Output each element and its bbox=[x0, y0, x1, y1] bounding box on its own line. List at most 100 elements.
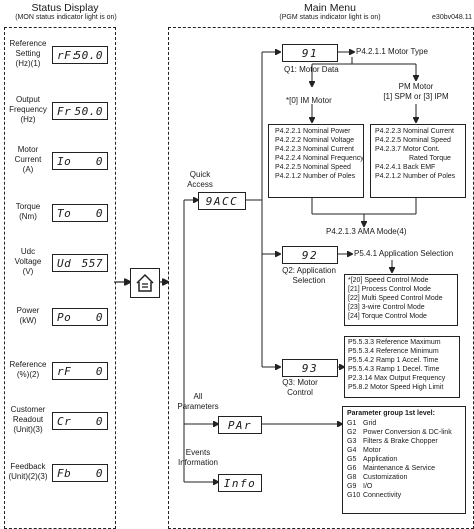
q1-motor-type-param: P4.2.1.1 Motor Type bbox=[356, 47, 428, 56]
home-button[interactable] bbox=[130, 268, 160, 298]
status-row-display[interactable]: rF 0 bbox=[52, 362, 108, 380]
pm-item: P4.2.4.1 Back EMF bbox=[375, 164, 436, 171]
im-item: P4.2.2.5 Nominal Speed bbox=[275, 164, 351, 171]
q2-item: [24] Torque Control Mode bbox=[348, 313, 427, 320]
q1-im-list: P4.2.2.1 Nominal Power P4.2.2.2 Nominal … bbox=[268, 124, 364, 198]
pm-item: P4.2.2.5 Nominal Speed bbox=[375, 137, 451, 144]
status-row-label: Power(kW) bbox=[16, 306, 40, 325]
status-row-label: Feedback(Unit)(2)(3) bbox=[8, 462, 48, 481]
parameter-group-name: Grid bbox=[363, 420, 377, 427]
q3-item: P5.5.3.3 Reference Maximum bbox=[348, 339, 441, 346]
q3-list: P5.5.3.3 Reference Maximum P5.5.3.4 Refe… bbox=[344, 336, 460, 398]
parameter-group-item[interactable]: G3 Filters & Brake Chopper bbox=[347, 437, 465, 446]
im-item: P4.2.1.2 Number of Poles bbox=[275, 173, 356, 180]
status-row-value: 0 bbox=[95, 365, 103, 378]
main-menu-subtitle: (PGM status indicator light is on) bbox=[279, 14, 381, 21]
status-row-display[interactable]: rF:50.0 bbox=[52, 46, 108, 64]
q1-label: Q1: Motor Data bbox=[284, 65, 339, 74]
im-item: P4.2.2.4 Nominal Frequency bbox=[275, 155, 364, 162]
status-row-value: 0 bbox=[95, 311, 103, 324]
q3-item: P2.3.14 Max Output Frequency bbox=[348, 375, 446, 382]
status-row-display[interactable]: To 0 bbox=[52, 204, 108, 222]
pm-item: P4.2.1.2 Number of Poles bbox=[375, 173, 456, 180]
all-parameters-label: All Parameters bbox=[177, 392, 219, 411]
parameter-group-code: G10 bbox=[347, 492, 361, 499]
status-row-label: Torque(Nm) bbox=[15, 202, 41, 221]
q2-item: *[20] Speed Control Mode bbox=[348, 277, 429, 284]
status-row-display[interactable]: Ud 557 bbox=[52, 254, 108, 272]
pm-item: P4.2.3.7 Motor Cont. bbox=[375, 146, 440, 153]
status-row-code: Cr bbox=[57, 415, 72, 428]
status-row-value: 0 bbox=[95, 155, 103, 168]
q2-display[interactable]: 92 bbox=[282, 246, 338, 264]
status-row-code: Po bbox=[57, 311, 72, 324]
status-row-code: Io bbox=[57, 155, 72, 168]
status-row-value: 557 bbox=[81, 257, 103, 270]
q1-display[interactable]: 91 bbox=[282, 44, 338, 62]
parameter-group-item[interactable]: G1 Grid bbox=[347, 419, 465, 428]
parameter-group-item[interactable]: G2 Power Conversion & DC-link bbox=[347, 428, 465, 437]
q2-item: [21] Process Control Mode bbox=[348, 286, 431, 293]
figure-id: e30bv048.11 bbox=[432, 14, 472, 21]
status-row-code: rF: bbox=[57, 49, 79, 62]
parameter-group-name: Customization bbox=[363, 474, 408, 481]
events-information-label: Events Information bbox=[177, 448, 219, 467]
status-row-code: rF bbox=[57, 365, 72, 378]
parameter-group-code: G3 bbox=[347, 438, 357, 445]
q3-item: P5.5.4.3 Ramp 1 Decel. Time bbox=[348, 366, 440, 373]
status-row-display[interactable]: Fb 0 bbox=[52, 464, 108, 482]
q2-item: [23] 3-wire Control Mode bbox=[348, 304, 425, 311]
q2-param: P5.4.1 Application Selection bbox=[354, 249, 454, 258]
parameter-group-name: Motor bbox=[363, 447, 381, 454]
parameter-group-code: G4 bbox=[347, 447, 357, 454]
main-menu-title: Main Menu bbox=[304, 2, 356, 14]
status-display-title: Status Display bbox=[31, 2, 99, 14]
status-display-subtitle: (MON status indicator light is on) bbox=[15, 14, 117, 21]
parameter-group-name: I/O bbox=[363, 483, 373, 490]
all-parameters-display[interactable]: PAr bbox=[218, 416, 262, 434]
parameter-group-code: G2 bbox=[347, 429, 357, 436]
q2-list: *[20] Speed Control Mode [21] Process Co… bbox=[344, 274, 458, 326]
status-row-code: To bbox=[57, 207, 72, 220]
parameter-group-code: G5 bbox=[347, 456, 357, 463]
parameter-group-name: Maintenance & Service bbox=[363, 465, 435, 472]
status-row-code: Fb bbox=[57, 467, 72, 480]
events-information-display[interactable]: Info bbox=[218, 474, 262, 492]
status-row-value: 0 bbox=[95, 207, 103, 220]
status-row-display[interactable]: Po 0 bbox=[52, 308, 108, 326]
status-row-label: Reference(%)(2) bbox=[9, 360, 47, 379]
q2-label: Q2: Application Selection bbox=[282, 266, 336, 285]
q3-item: P5.8.2 Motor Speed High Limit bbox=[348, 384, 444, 391]
status-row-value: 50.0 bbox=[74, 105, 103, 118]
status-row-code: Ud bbox=[57, 257, 72, 270]
parameter-group-name: Filters & Brake Chopper bbox=[363, 438, 438, 445]
status-row-code: Fr bbox=[57, 105, 72, 118]
q3-label: Q3: Motor Control bbox=[282, 378, 318, 397]
parameter-group-code: G1 bbox=[347, 420, 357, 427]
parameter-group-item[interactable]: G8 Customization bbox=[347, 473, 465, 482]
parameter-group-item[interactable]: G4 Motor bbox=[347, 446, 465, 455]
parameter-group-name: Power Conversion & DC-link bbox=[363, 429, 452, 436]
status-row-display[interactable]: Io 0 bbox=[52, 152, 108, 170]
pm-item: Rated Torque bbox=[409, 155, 451, 162]
q3-display[interactable]: 93 bbox=[282, 359, 338, 377]
status-row-value: 0 bbox=[95, 467, 103, 480]
quick-access-display[interactable]: 9ACC bbox=[198, 192, 246, 210]
pm-item: P4.2.2.3 Nominal Current bbox=[375, 128, 454, 135]
q3-item: P5.5.4.2 Ramp 1 Accel. Time bbox=[348, 357, 439, 364]
parameter-group-code: G8 bbox=[347, 474, 357, 481]
home-icon bbox=[136, 273, 154, 292]
q1-pm-list: P4.2.2.3 Nominal Current P4.2.2.5 Nomina… bbox=[370, 124, 466, 198]
